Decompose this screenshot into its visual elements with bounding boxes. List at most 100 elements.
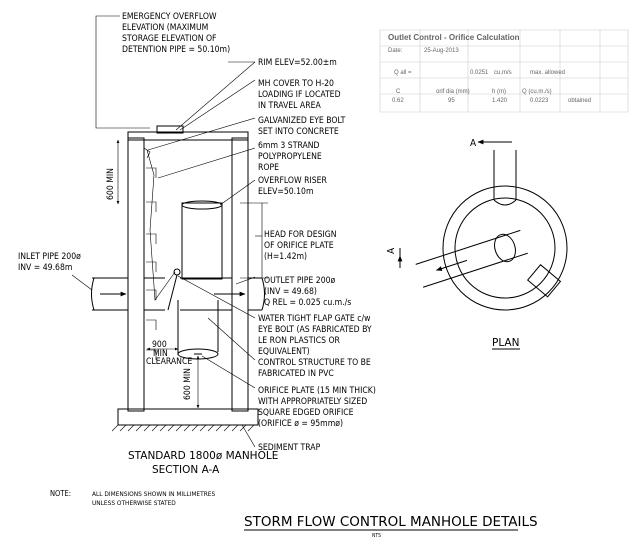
svg-text:EQUIVALENT): EQUIVALENT) xyxy=(258,347,310,357)
orifice-calculation-table: Outlet Control - Orifice Calculation Dat… xyxy=(379,29,629,113)
plan-label: PLAN xyxy=(492,337,519,349)
svg-text:HEAD FOR DESIGN: HEAD FOR DESIGN xyxy=(264,230,337,240)
svg-text:FABRICATED IN PVC: FABRICATED IN PVC xyxy=(258,369,334,379)
manhole-base-slab xyxy=(117,408,259,426)
dim-min-label: MIN xyxy=(153,349,168,359)
svg-text:EYE BOLT (AS FABRICATED BY: EYE BOLT (AS FABRICATED BY xyxy=(258,325,372,335)
base-hatch xyxy=(111,424,255,432)
callout-mh-cover: MH COVER TO H-20 LOADING IF LOCATED IN T… xyxy=(258,79,341,111)
calc-title: Outlet Control - Orifice Calculation xyxy=(388,33,520,42)
callout-control-structure: CONTROL STRUCTURE TO BE FABRICATED IN PV… xyxy=(258,358,371,379)
svg-text:STORAGE ELEVATION OF: STORAGE ELEVATION OF xyxy=(122,34,217,44)
manhole-right-wall xyxy=(231,137,249,412)
inlet-pipe xyxy=(91,277,165,311)
svg-text:(ORIFICE ø = 95mmø): (ORIFICE ø = 95mmø) xyxy=(258,419,343,429)
control-structure xyxy=(177,300,219,360)
callout-outlet-pipe: OUTLET PIPE 200ø (INV = 49.68) Q REL = 0… xyxy=(264,276,351,308)
callout-head-design: HEAD FOR DESIGN OF ORIFICE PLATE (H=1.42… xyxy=(264,230,337,262)
plan-view: A A xyxy=(386,138,568,311)
svg-text:ORIFICE PLATE (15 MIN THICK): ORIFICE PLATE (15 MIN THICK) xyxy=(258,386,376,396)
dim-bottom-clearance: 600 MIN xyxy=(183,368,193,400)
svg-text:GALVANIZED EYE BOLT: GALVANIZED EYE BOLT xyxy=(258,116,346,126)
ladder-rungs xyxy=(146,167,157,360)
callout-rim-elev: RIM ELEV=52.00±m xyxy=(258,58,337,68)
dim-clearance-label: CLEARANCE xyxy=(146,357,192,367)
outlet-pipe xyxy=(180,277,265,311)
manhole-section xyxy=(91,125,265,432)
callout-flap-gate: WATER TIGHT FLAP GATE c/w EYE BOLT (AS F… xyxy=(258,314,372,357)
svg-text:INLET PIPE 200ø: INLET PIPE 200ø xyxy=(18,252,81,262)
callout-rope: 6mm 3 STRAND POLYPROPYLENE ROPE xyxy=(258,141,322,173)
eye-bolt xyxy=(143,147,151,159)
flap-gate xyxy=(146,149,181,311)
svg-text:OF ORIFICE PLATE: OF ORIFICE PLATE xyxy=(264,241,334,251)
svg-text:MH COVER TO H-20: MH COVER TO H-20 xyxy=(258,79,334,89)
callout-eye-bolt: GALVANIZED EYE BOLT SET INTO CONCRETE xyxy=(258,116,346,137)
section-marker-left: A xyxy=(386,247,397,254)
calc-value-q: 0.0223 xyxy=(530,98,549,104)
section-caption-line1: STANDARD 1800ø MANHOLE xyxy=(128,450,278,462)
svg-text:LE RON PLASTICS OR: LE RON PLASTICS OR xyxy=(258,336,341,346)
manhole-cover xyxy=(156,125,184,134)
calc-qall-value: 0.0251 xyxy=(470,70,489,76)
callout-inlet-pipe: INLET PIPE 200ø INV = 49.68m xyxy=(18,252,81,273)
svg-text:ELEVATION (MAXIMUM: ELEVATION (MAXIMUM xyxy=(122,23,208,33)
manhole-left-wall xyxy=(127,137,145,412)
svg-text:ROPE: ROPE xyxy=(258,163,279,173)
dimensions: 600 MIN 900 MIN CLEARANCE 600 MIN xyxy=(106,139,268,409)
svg-text:SEDIMENT TRAP: SEDIMENT TRAP xyxy=(258,443,321,453)
calc-qall-label: Q all = xyxy=(394,70,412,76)
plan-inner-wall xyxy=(454,197,556,299)
svg-text:(INV = 49.68): (INV = 49.68) xyxy=(264,287,317,297)
svg-text:EMERGENCY OVERFLOW: EMERGENCY OVERFLOW xyxy=(122,12,217,22)
dim-side-clearance: 900 xyxy=(152,340,167,350)
svg-text:IN TRAVEL AREA: IN TRAVEL AREA xyxy=(258,101,321,111)
plan-outer-wall xyxy=(442,185,568,311)
svg-text:SQUARE EDGED ORIFICE: SQUARE EDGED ORIFICE xyxy=(258,408,354,418)
calc-qall-unit: cu.m/s xyxy=(494,70,512,76)
svg-text:WITH APPROPRIATELY SIZED: WITH APPROPRIATELY SIZED xyxy=(258,397,367,407)
overflow-riser xyxy=(181,202,223,280)
svg-text:INV = 49.68m: INV = 49.68m xyxy=(18,263,72,273)
svg-text:ELEV=50.10m: ELEV=50.10m xyxy=(258,187,314,197)
calc-header-orif: orif dia (mm) xyxy=(436,89,470,95)
drawing-title: STORM FLOW CONTROL MANHOLE DETAILS xyxy=(244,514,538,530)
calc-value-orif: 95 xyxy=(448,98,455,104)
note-line1: ALL DIMENSIONS SHOWN IN MILLIMETRES xyxy=(92,490,215,498)
note-line2: UNLESS OTHERWISE STATED xyxy=(92,499,176,507)
calc-qall-note: max. allowed xyxy=(530,70,565,76)
calc-header-q: Q (cu.m./s) xyxy=(522,89,552,95)
callout-overflow-riser: OVERFLOW RISER ELEV=50.10m xyxy=(258,176,328,197)
svg-text:Q REL = 0.025 cu.m./s: Q REL = 0.025 cu.m./s xyxy=(264,298,351,308)
manhole-top-slab xyxy=(127,131,249,141)
svg-text:DETENTION PIPE = 50.10m): DETENTION PIPE = 50.10m) xyxy=(122,45,230,55)
svg-text:LOADING IF LOCATED: LOADING IF LOCATED xyxy=(258,90,341,100)
section-marker-top: A xyxy=(470,138,477,149)
calc-date-label: Date: xyxy=(388,48,403,54)
svg-text:RIM ELEV=52.00±m: RIM ELEV=52.00±m xyxy=(258,58,337,68)
section-caption-line2: SECTION A-A xyxy=(152,464,220,476)
plan-outlet-pipe xyxy=(415,229,528,288)
calc-header-c: C xyxy=(396,89,401,95)
svg-text:POLYPROPYLENE: POLYPROPYLENE xyxy=(258,152,322,162)
dim-top-clearance: 600 MIN xyxy=(106,168,116,200)
svg-text:CONTROL STRUCTURE TO BE: CONTROL STRUCTURE TO BE xyxy=(258,358,371,368)
svg-text:WATER TIGHT FLAP GATE c/w: WATER TIGHT FLAP GATE c/w xyxy=(258,314,370,324)
svg-text:(H=1.42m): (H=1.42m) xyxy=(264,252,307,262)
svg-text:SET INTO CONCRETE: SET INTO CONCRETE xyxy=(258,127,339,137)
leader-lines xyxy=(71,15,262,448)
callout-emergency-overflow: EMERGENCY OVERFLOW ELEVATION (MAXIMUM ST… xyxy=(122,12,230,55)
calc-value-c: 0.62 xyxy=(392,98,404,104)
callout-orifice-plate: ORIFICE PLATE (15 MIN THICK) WITH APPROP… xyxy=(258,386,376,429)
svg-text:OVERFLOW RISER: OVERFLOW RISER xyxy=(258,176,328,186)
calc-header-h: h (m) xyxy=(492,89,506,95)
calc-value-h: 1.420 xyxy=(492,98,508,104)
callout-sediment-trap: SEDIMENT TRAP xyxy=(258,443,321,453)
svg-text:6mm 3 STRAND: 6mm 3 STRAND xyxy=(258,141,320,151)
calc-date-value: 25-Aug-2013 xyxy=(424,48,459,54)
note-label: NOTE: xyxy=(50,489,71,498)
calc-value-status: obtained xyxy=(568,98,591,104)
scale-label: NTS xyxy=(372,533,381,539)
svg-text:OUTLET PIPE 200ø: OUTLET PIPE 200ø xyxy=(264,276,336,286)
